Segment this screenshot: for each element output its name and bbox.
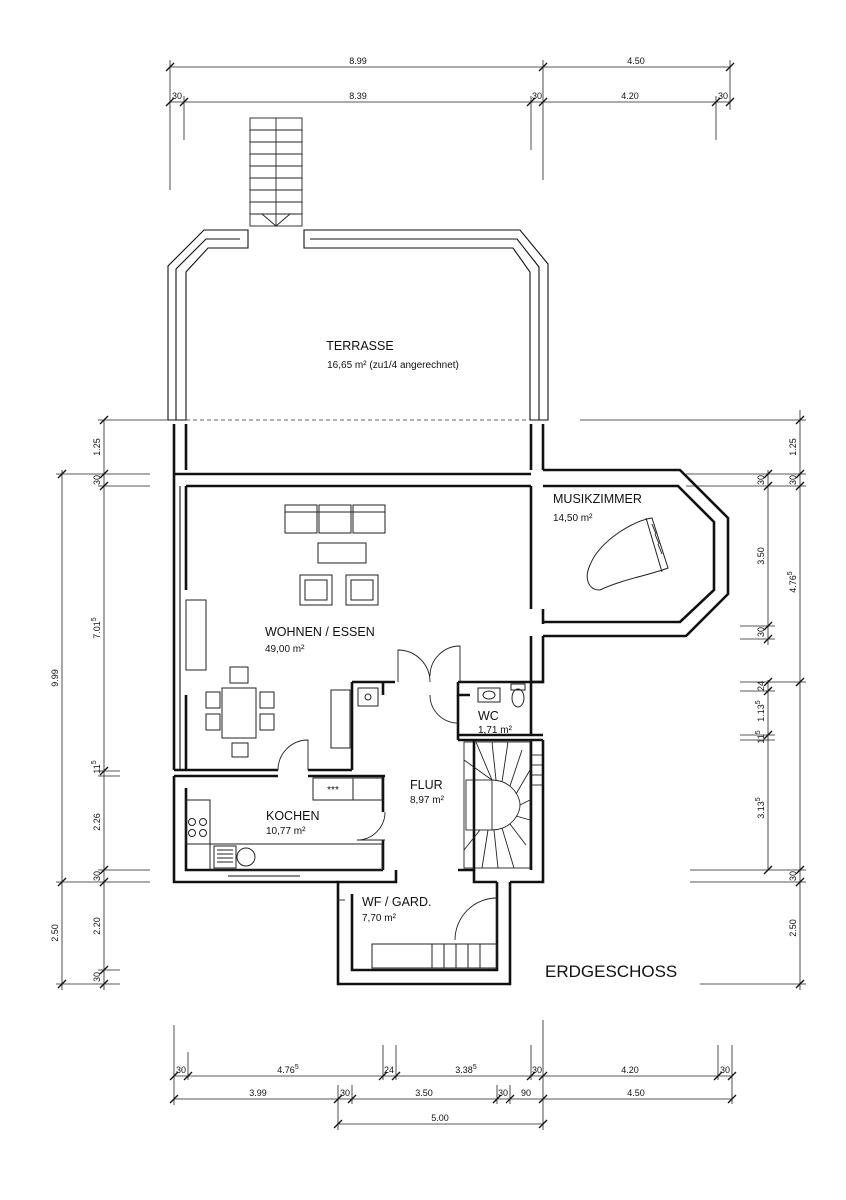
stove-mark: *** xyxy=(327,785,339,796)
flur-name: FLUR xyxy=(410,778,443,792)
dim-top-wall-2: 30 xyxy=(532,91,542,101)
kochen-area: 10,77 m² xyxy=(266,826,306,837)
kochen-name: KOCHEN xyxy=(266,809,319,823)
dim-left-terrace: 1.25 xyxy=(92,438,102,456)
dim-left-wall-2: 115 xyxy=(91,760,102,773)
exterior-stairs xyxy=(249,117,303,227)
dim-bottom2-span-2: 3.50 xyxy=(415,1088,433,1098)
musikzimmer-name: MUSIKZIMMER xyxy=(553,492,642,506)
room-labels: TERRASSE 16,65 m² (zu1/4 angerechnet) MU… xyxy=(265,339,642,924)
dim-left-kitchen: 2.26 xyxy=(92,813,102,831)
dim-bottom2-wall-1: 30 xyxy=(340,1088,350,1098)
dim-right-wc: 1.135 xyxy=(755,700,766,722)
staircase xyxy=(463,741,542,869)
dim-top-overall-left: 8.99 xyxy=(349,56,367,66)
terrasse-area: 16,65 m² (zu1/4 angerechnet) xyxy=(327,360,459,371)
dim-top-inner-left: 8.39 xyxy=(349,91,367,101)
dim-left-wf: 2.20 xyxy=(92,917,102,935)
plan-title: ERDGESCHOSS xyxy=(545,962,677,981)
musikzimmer-area: 14,50 m² xyxy=(553,513,593,524)
dim-left-wall-1: 30 xyxy=(92,475,102,485)
dim-right-terrace: 1.25 xyxy=(788,438,798,456)
wc-name: WC xyxy=(478,709,499,723)
doors xyxy=(277,645,498,941)
dim-right-outer-wall-1: 30 xyxy=(788,475,798,485)
dim-bottom-span-3: 4.20 xyxy=(621,1065,639,1075)
dim-bottom2-wall-2: 30 xyxy=(498,1088,508,1098)
wohnen-name: WOHNEN / ESSEN xyxy=(265,625,375,639)
dim-top-wall-3: 30 xyxy=(718,91,728,101)
dim-right-outer-wall-2: 30 xyxy=(788,871,798,881)
dim-right-stairs: 3.135 xyxy=(755,797,766,819)
dim-bottom-wall-4: 30 xyxy=(720,1065,730,1075)
terrasse-name: TERRASSE xyxy=(326,339,393,353)
dim-right-wall-1: 30 xyxy=(756,475,766,485)
flur-area: 8,97 m² xyxy=(410,795,445,806)
wf-area: 7,70 m² xyxy=(362,913,397,924)
dim-left-overall: 9.99 xyxy=(50,669,60,687)
dim-bottom-span-2: 3.385 xyxy=(455,1064,477,1075)
dim-top-inner-right: 4.20 xyxy=(621,91,639,101)
dim-right-wall-4: 115 xyxy=(755,730,766,743)
dimension-texts: 8.99 4.50 30 8.39 30 4.20 30 30 4.765 24… xyxy=(50,56,798,1123)
dim-bottom2-span-4: 4.50 xyxy=(627,1088,645,1098)
walls xyxy=(172,424,730,986)
dim-right-outer-porch: 2.50 xyxy=(788,919,798,937)
dim-right-music: 3.50 xyxy=(756,547,766,565)
dim-bottom-wall-3: 30 xyxy=(532,1065,542,1075)
dim-bottom-wall-1: 30 xyxy=(176,1065,186,1075)
dim-right-wall-2: 30 xyxy=(756,627,766,637)
wf-name: WF / GARD. xyxy=(362,895,431,909)
dim-right-wall-3: 24 xyxy=(756,681,766,691)
dim-left-wall-4: 30 xyxy=(92,972,102,982)
wc-area: 1,71 m² xyxy=(478,725,513,736)
dim-left-porch: 2.50 xyxy=(50,924,60,942)
dim-bottom3-span: 5.00 xyxy=(431,1113,449,1123)
dim-bottom-span-1: 4.765 xyxy=(277,1064,299,1075)
terrace-balustrade xyxy=(167,229,549,421)
dim-top-wall-1: 30 xyxy=(172,91,182,101)
dim-bottom-wall-2: 24 xyxy=(384,1065,394,1075)
dimension-lines xyxy=(56,60,806,1130)
dim-bottom2-span-1: 3.99 xyxy=(249,1088,267,1098)
dim-left-wall-3: 30 xyxy=(92,871,102,881)
dim-bottom2-span-3: 90 xyxy=(521,1088,531,1098)
dim-top-overall-right: 4.50 xyxy=(627,56,645,66)
wohnen-area: 49,00 m² xyxy=(265,644,305,655)
dim-left-living: 7.015 xyxy=(91,617,102,639)
furniture xyxy=(185,504,669,969)
dim-right-outer-music: 4.765 xyxy=(787,571,798,593)
